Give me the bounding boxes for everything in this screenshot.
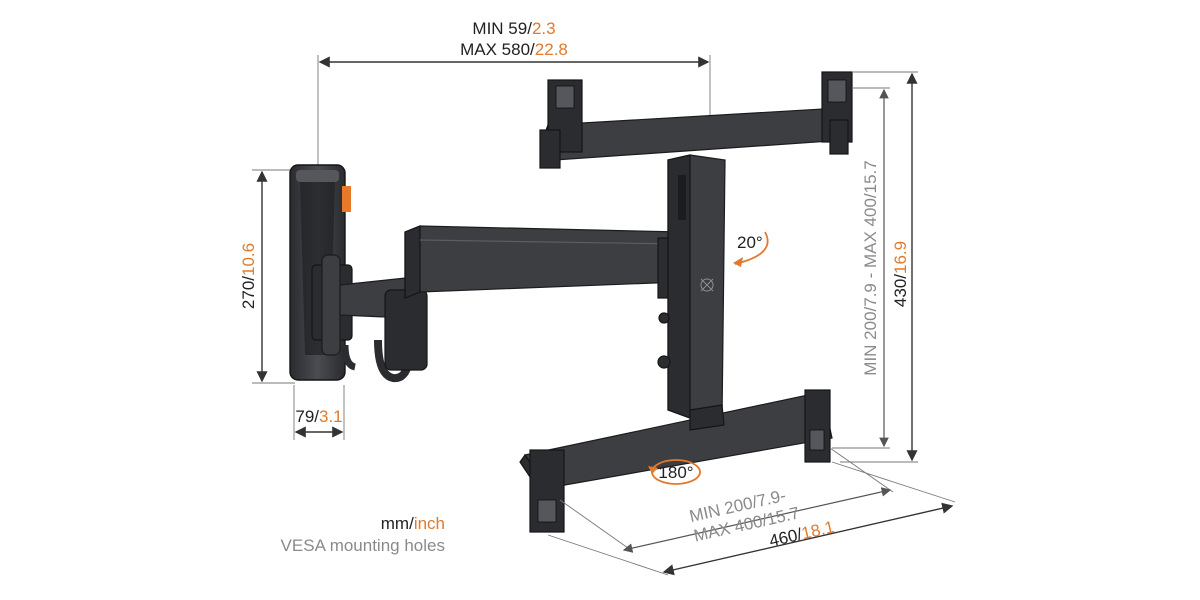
bottom-right-vesa-hook (804, 389, 831, 463)
bottom-crossbar (519, 389, 833, 533)
tilt-angle-label: 20° (737, 233, 763, 252)
vertical-column (657, 154, 726, 421)
bottom-left-vesa-hook (529, 449, 565, 533)
wall-plate-width-dimension: 79/3.1 (293, 385, 345, 440)
bracket-height-label: 430/16.9 (891, 241, 910, 307)
top-right-vesa-hook (821, 71, 853, 155)
wall-arm-hinge (311, 254, 428, 383)
arm-extension-max-label: MAX 580/22.8 (460, 40, 568, 59)
swivel-angle-label: 180° (658, 463, 693, 482)
orange-safety-tab (342, 186, 351, 212)
vesa-vertical-dimension: MIN 200/7.9 - MAX 400/15.7 (832, 87, 890, 449)
swivel-indicator: 180° (648, 459, 701, 485)
units-legend: mm/inch (381, 514, 445, 533)
vesa-note: VESA mounting holes (281, 536, 445, 555)
wall-plate-height-label: 270/10.6 (239, 243, 258, 309)
wall-plate-width-label: 79/3.1 (295, 407, 342, 426)
wall-plate-height-dimension: 270/10.6 (239, 169, 295, 384)
top-crossbar (539, 71, 853, 169)
main-arm (404, 225, 681, 299)
top-left-vesa-hook (539, 79, 583, 169)
tilt-indicator: 20° (733, 231, 769, 267)
bracket-height-dimension: 430/16.9 (840, 71, 918, 463)
brand-logo-mark (700, 278, 714, 292)
arm-extension-min-label: MIN 59/2.3 (472, 19, 555, 38)
vesa-vertical-label: MIN 200/7.9 - MAX 400/15.7 (861, 160, 880, 375)
arm-extension-dimension: MIN 59/2.3 MAX 580/22.8 (317, 19, 711, 165)
legend: mm/inch VESA mounting holes (281, 514, 445, 555)
